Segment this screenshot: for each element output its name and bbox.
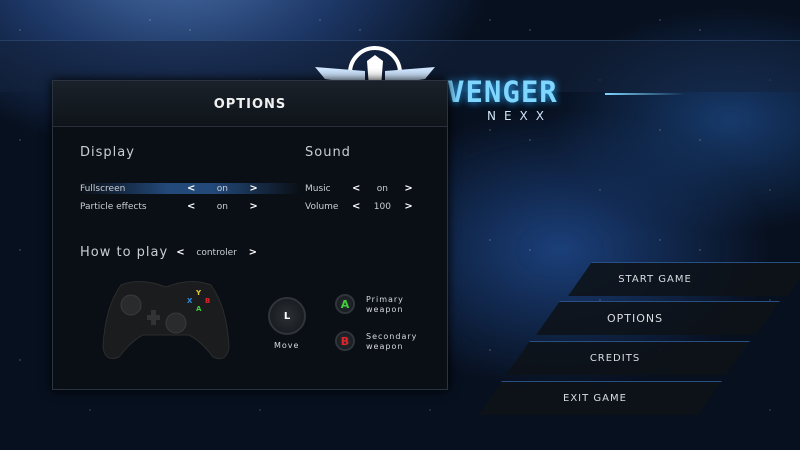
options-header: OPTIONS (53, 81, 447, 127)
x-face-button: X (187, 297, 193, 305)
gamepad-icon: Y X B A (102, 281, 230, 360)
start-game-button[interactable] (568, 262, 800, 296)
particle-effects-label: Particle effects (80, 201, 147, 212)
sound-heading: Sound (305, 145, 351, 160)
particle-effects-value: on (216, 201, 228, 212)
fullscreen-next-button[interactable]: > (249, 183, 258, 194)
particle-effects-next-button[interactable]: > (249, 201, 258, 212)
particle-effects-setting: Particle effects < on > (80, 201, 258, 212)
y-face-button: Y (195, 289, 202, 297)
left-stick-icon: L (268, 297, 306, 335)
b-face-button: B (205, 297, 210, 305)
how-to-play-label: How to play (80, 245, 169, 260)
display-heading: Display (80, 145, 135, 160)
a-button-icon: A (335, 294, 355, 314)
music-setting: Music < on > (305, 183, 413, 194)
volume-label: Volume (305, 201, 339, 212)
fullscreen-value: on (216, 183, 228, 194)
fullscreen-prev-button[interactable]: < (187, 183, 196, 194)
volume-next-button[interactable]: > (404, 201, 413, 212)
credits-button[interactable] (506, 341, 750, 375)
volume-prev-button[interactable]: < (352, 201, 361, 212)
move-label: Move (274, 341, 300, 350)
fullscreen-label: Fullscreen (80, 183, 126, 194)
a-face-button: A (196, 305, 202, 313)
music-next-button[interactable]: > (404, 183, 413, 194)
particle-effects-prev-button[interactable]: < (187, 201, 196, 212)
logo-title: VENGER (447, 75, 558, 109)
volume-value: 100 (373, 201, 391, 212)
options-title: OPTIONS (213, 97, 287, 112)
how-to-play-prev-button[interactable]: < (176, 247, 185, 258)
music-prev-button[interactable]: < (352, 183, 361, 194)
music-label: Music (305, 183, 331, 194)
fullscreen-setting: Fullscreen < on > (80, 183, 300, 194)
b-button-icon: B (335, 331, 355, 351)
logo-streak (605, 93, 685, 95)
how-to-play-value: controler (196, 247, 237, 258)
how-to-play-next-button[interactable]: > (248, 247, 257, 258)
how-to-play-setting: How to play < controler > (80, 245, 257, 260)
logo-subtitle: NEXX (487, 109, 552, 123)
options-panel: OPTIONS Display Sound Fullscreen < on > … (52, 80, 448, 390)
volume-setting: Volume < 100 > (305, 201, 413, 212)
options-button[interactable] (536, 301, 780, 335)
exit-game-button[interactable] (478, 381, 722, 415)
music-value: on (376, 183, 388, 194)
